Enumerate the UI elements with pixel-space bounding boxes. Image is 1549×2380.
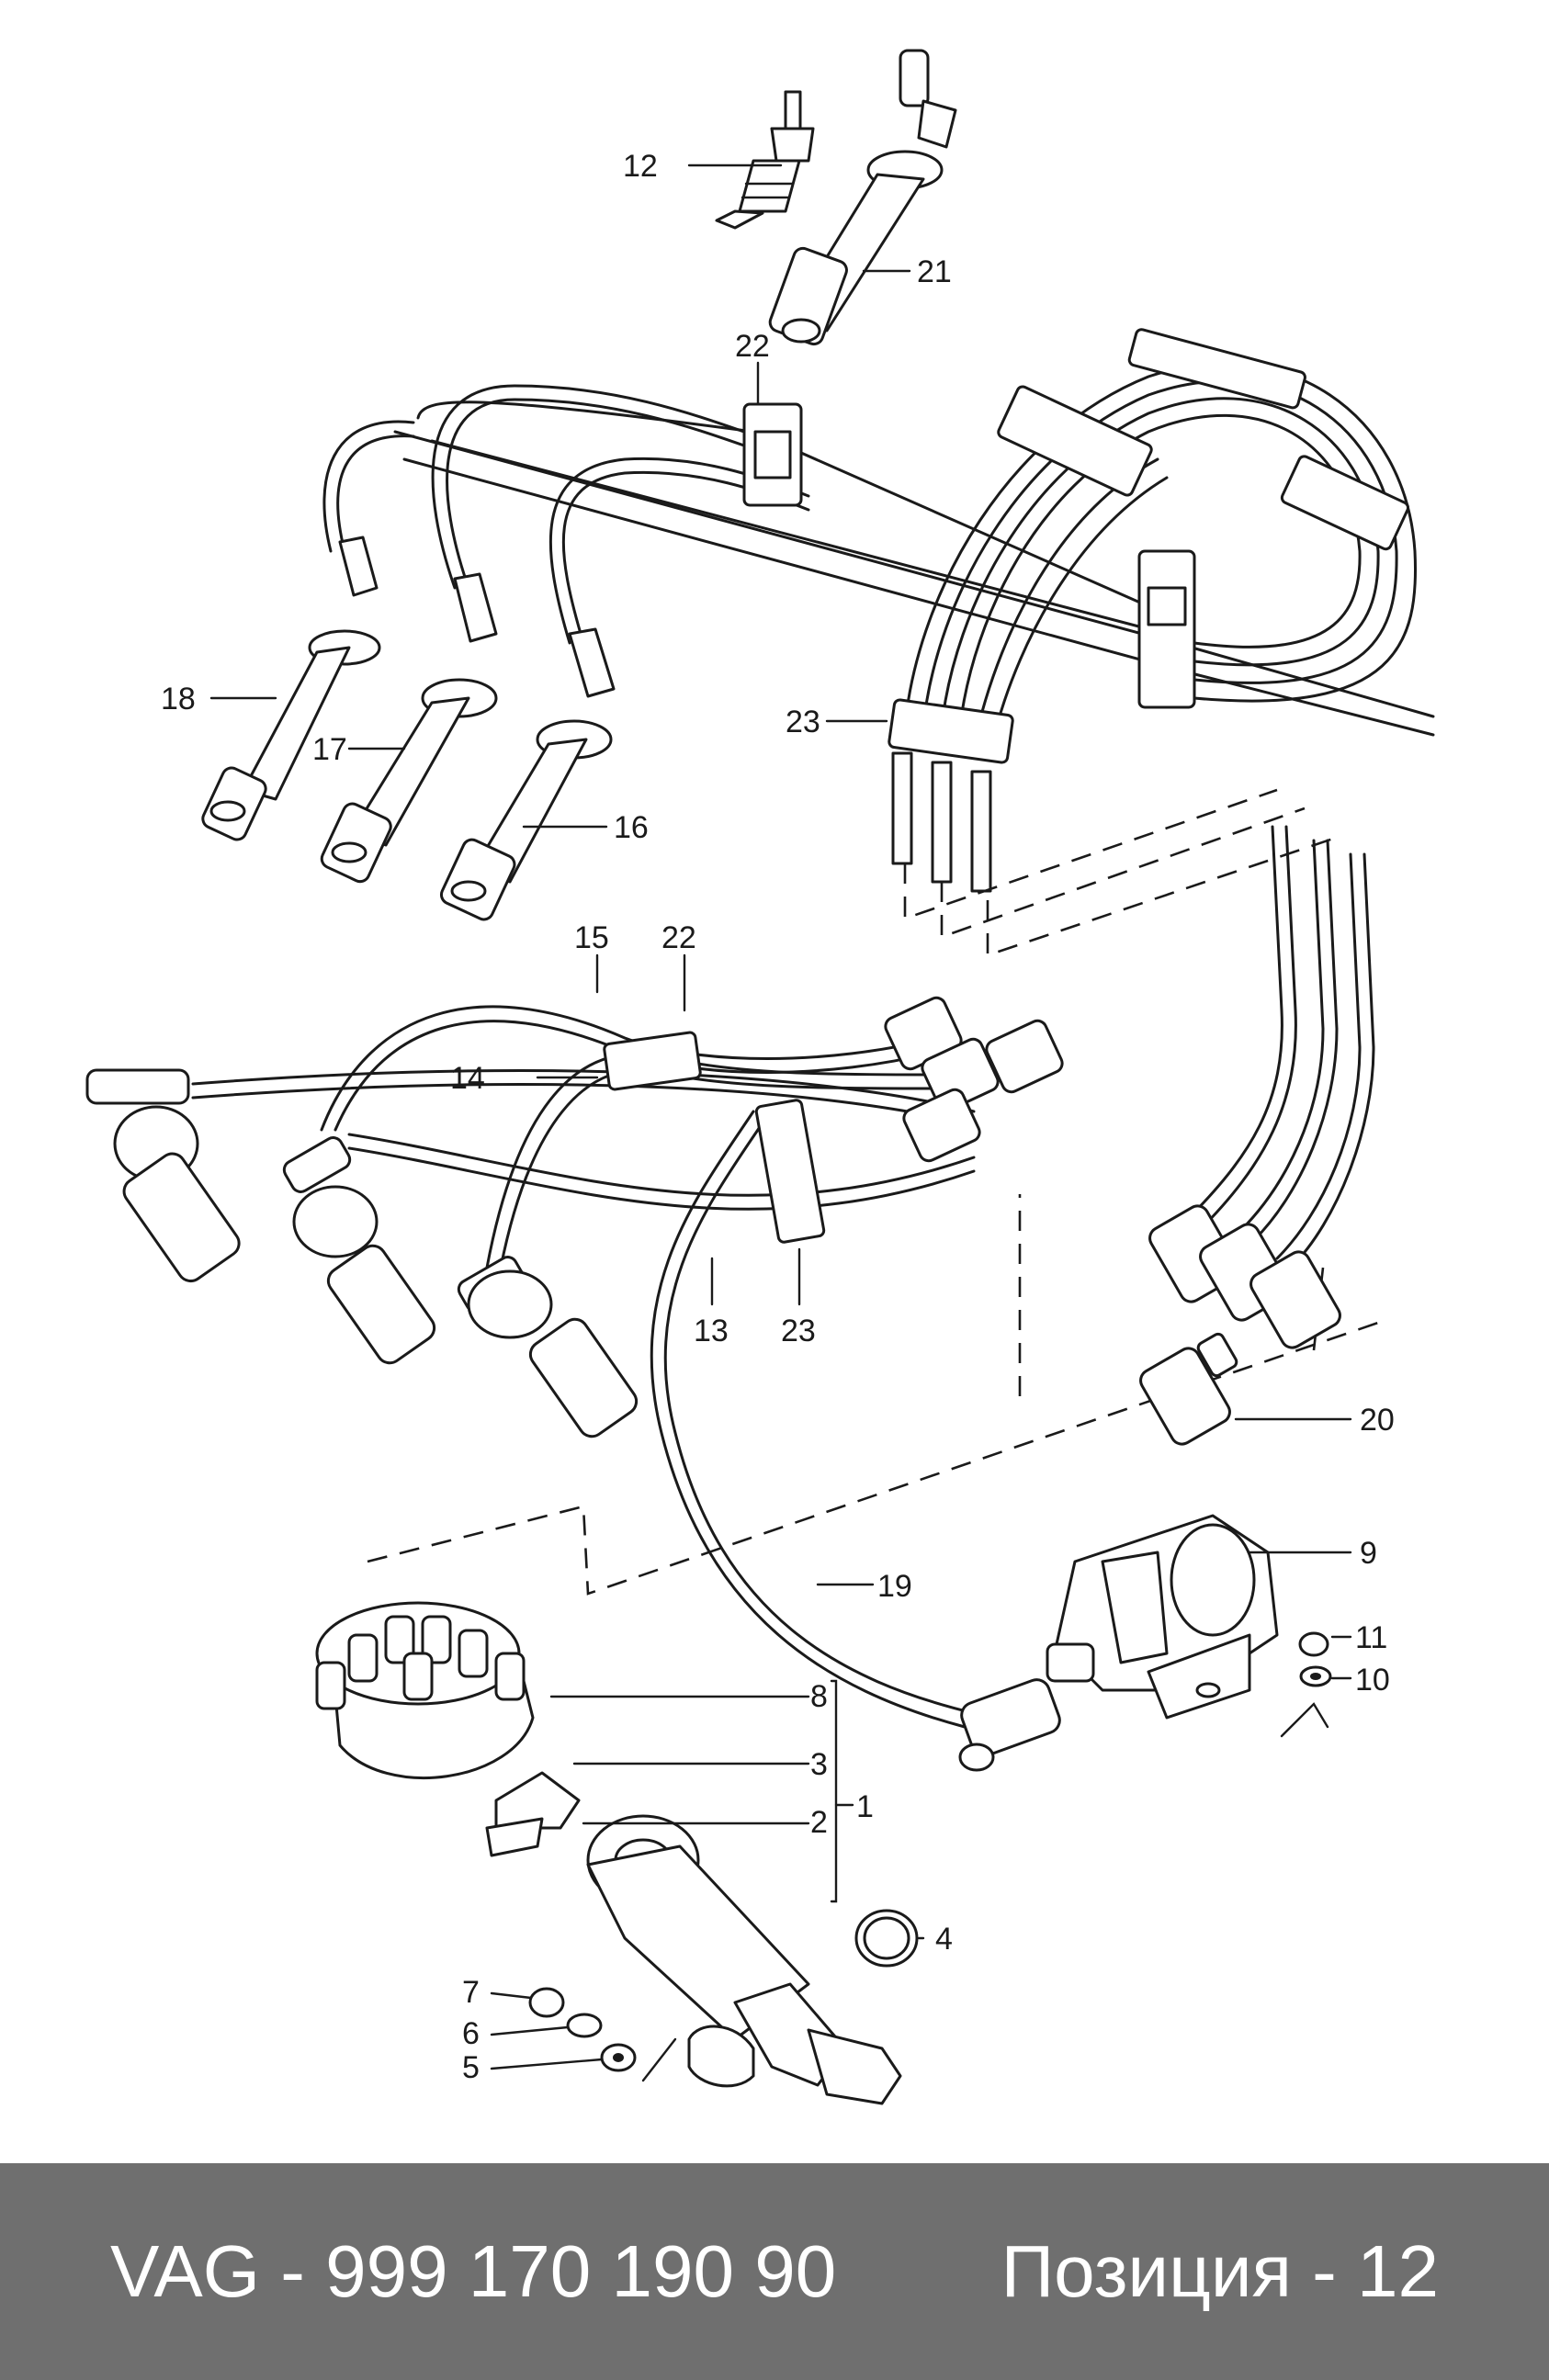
callout-8: 8 bbox=[810, 1679, 828, 1714]
distributor-cap-8 bbox=[315, 1601, 535, 1779]
callout-21: 21 bbox=[917, 254, 952, 289]
callout-14: 14 bbox=[450, 1061, 485, 1096]
plug-connector-21 bbox=[768, 49, 957, 346]
upper-lead-ends bbox=[891, 751, 992, 893]
spark-plug-12 bbox=[715, 90, 815, 230]
callout-4: 4 bbox=[935, 1922, 953, 1957]
callout-6: 6 bbox=[462, 2016, 480, 2051]
callout-9: 9 bbox=[1360, 1536, 1377, 1571]
upper-harness-rails bbox=[393, 400, 1435, 737]
washer-10 bbox=[1299, 1665, 1332, 1687]
callout-20: 20 bbox=[1360, 1403, 1395, 1438]
harness-clip-22-lower bbox=[603, 1031, 702, 1091]
harness-clip-23-upper bbox=[888, 698, 1014, 764]
callout-23-lower: 23 bbox=[781, 1314, 816, 1348]
callout-15: 15 bbox=[574, 920, 609, 955]
ignition-coil-9 bbox=[1046, 1514, 1279, 1720]
callout-12: 12 bbox=[623, 149, 658, 184]
callout-1: 1 bbox=[856, 1789, 874, 1824]
callout-19: 19 bbox=[877, 1569, 912, 1604]
part-number: VAG - 999 170 190 90 bbox=[110, 2230, 837, 2312]
washer-bracket bbox=[641, 2037, 677, 2082]
ignition-parts-diagram: 1 2 3 4 5 6 7 8 9 10 11 12 13 14 15 16 1… bbox=[85, 49, 1435, 2105]
distributor-body-2 bbox=[586, 1814, 902, 2105]
lower-harness-leads bbox=[191, 1005, 976, 1729]
callout-leaders bbox=[209, 164, 1352, 2070]
o-ring-4 bbox=[854, 1909, 919, 1968]
plug-connector-18 bbox=[201, 536, 381, 841]
harness-clip-mid-right bbox=[1137, 549, 1196, 709]
callout-10: 10 bbox=[1355, 1663, 1390, 1698]
callout-11: 11 bbox=[1355, 1620, 1387, 1655]
rotor-3 bbox=[485, 1771, 581, 1857]
callout-17: 17 bbox=[312, 732, 347, 767]
harness-clip-23-lower bbox=[754, 1099, 826, 1244]
callout-16: 16 bbox=[614, 810, 649, 845]
callout-3: 3 bbox=[810, 1747, 828, 1782]
callout-2: 2 bbox=[810, 1805, 828, 1840]
upper-ignition-leads bbox=[322, 384, 810, 645]
callout-23-upper: 23 bbox=[786, 705, 820, 739]
right-hanging-leads bbox=[1148, 825, 1375, 1349]
nut-bracket bbox=[1280, 1702, 1329, 1738]
upper-loom-curves bbox=[903, 362, 1417, 728]
callout-7: 7 bbox=[462, 1975, 480, 2010]
assembly-bracket-1 bbox=[830, 1679, 854, 1903]
callout-13: 13 bbox=[694, 1314, 729, 1348]
connector-20 bbox=[1139, 1332, 1238, 1446]
part-info-footer: VAG - 999 170 190 90 Позиция - 12 bbox=[0, 2163, 1549, 2380]
callout-18: 18 bbox=[161, 682, 196, 716]
callout-22-lower: 22 bbox=[661, 920, 696, 955]
connection-dashes bbox=[367, 788, 1379, 1596]
callout-5: 5 bbox=[462, 2050, 480, 2085]
lower-plug-connectors bbox=[85, 996, 1064, 1438]
nut-11 bbox=[1298, 1631, 1329, 1657]
washer-6 bbox=[566, 2013, 603, 2038]
harness-clip-22-upper bbox=[742, 402, 803, 507]
position-label: Позиция - 12 bbox=[1001, 2230, 1439, 2312]
washer-5 bbox=[600, 2043, 637, 2072]
nut-7 bbox=[528, 1987, 565, 2018]
harness-clip-top-right bbox=[997, 328, 1410, 551]
plug-connector-16 bbox=[439, 627, 616, 921]
coil-lead-19 bbox=[958, 1678, 1061, 1772]
plug-connector-17 bbox=[320, 572, 498, 884]
callout-22-upper: 22 bbox=[735, 329, 770, 364]
callout-labels: 1 2 3 4 5 6 7 8 9 10 11 12 13 14 15 16 1… bbox=[161, 149, 1395, 2085]
